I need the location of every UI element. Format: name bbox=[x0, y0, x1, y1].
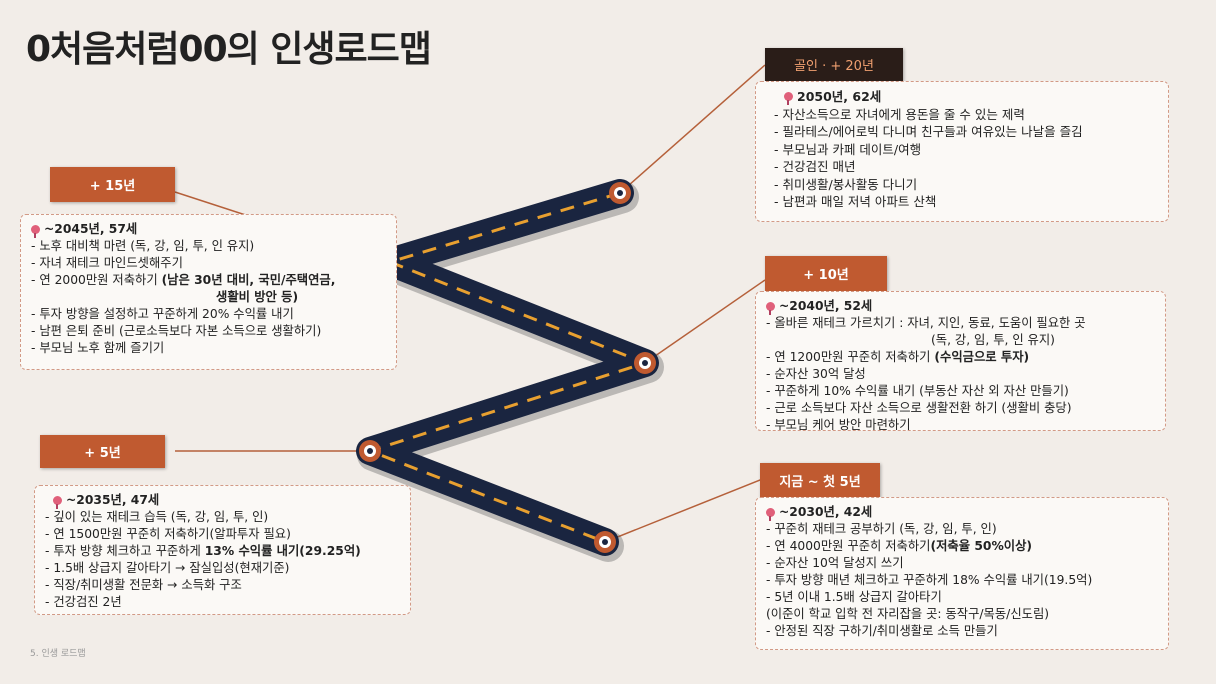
list-item: - 연 2000만원 저축하기 (남은 30년 대비, 국민/주택연금, bbox=[31, 273, 336, 287]
card-2050: 2050년, 62세 - 자산소득으로 자녀에게 용돈을 줄 수 있는 제력 -… bbox=[755, 81, 1169, 222]
tag-10y: + 10년 bbox=[765, 256, 887, 291]
list-item: (이준이 학교 입학 전 자리잡을 곳: 동작구/목동/신도림) bbox=[766, 607, 1050, 621]
list-item: - 올바른 재테크 가르치기 : 자녀, 지인, 동료, 도움이 필요한 곳 bbox=[766, 316, 1086, 330]
list-item: - 투자 방향 매년 체크하고 꾸준하게 18% 수익률 내기(19.5억) bbox=[766, 573, 1093, 587]
list-item: - 연 1200만원 꾸준히 저축하기 (수익금으로 투자) bbox=[766, 350, 1030, 364]
list-item: - 근로 소득보다 자산 소득으로 생활전환 하기 (생활비 충당) bbox=[766, 401, 1072, 415]
list-item: - 자녀 재테크 마인드셋해주기 bbox=[31, 256, 183, 270]
pin-icon bbox=[31, 225, 40, 238]
tag-5y: + 5년 bbox=[40, 435, 165, 468]
list-item: - 꾸준히 재테크 공부하기 (독, 강, 임, 투, 인) bbox=[766, 522, 997, 536]
connector-2030 bbox=[604, 477, 766, 543]
connector-2050 bbox=[619, 64, 766, 194]
list-item: - 필라테스/에어로빅 다니며 친구들과 여유있는 나날을 즐김 bbox=[774, 124, 1083, 139]
list-item: - 건강검진 매년 bbox=[774, 159, 856, 174]
waypoint-markers bbox=[359, 182, 656, 553]
pin-icon bbox=[784, 92, 793, 106]
card-2030-head: ~2030년, 42세 bbox=[779, 505, 873, 519]
card-2045-head: ~2045년, 57세 bbox=[44, 222, 138, 236]
list-item: - 순자산 10억 달성지 쓰기 bbox=[766, 556, 904, 570]
list-item: - 부모님 노후 함께 즐기기 bbox=[31, 341, 165, 355]
list-item-continued: 생활비 방안 등) bbox=[216, 290, 299, 304]
list-item: - 꾸준하게 10% 수익률 내기 (부동산 자산 외 자산 만들기) bbox=[766, 384, 1069, 398]
list-item: - 투자 방향 체크하고 꾸준하게 13% 수익률 내기(29.25억) bbox=[45, 544, 361, 558]
list-item: - 자산소득으로 자녀에게 용돈을 줄 수 있는 제력 bbox=[774, 106, 1025, 122]
list-item: - 1.5배 상급지 갈아타기 → 잠실입성(현재기준) bbox=[45, 561, 290, 575]
list-item-continued: (독, 강, 임, 투, 인 유지) bbox=[931, 333, 1055, 347]
card-2050-head: 2050년, 62세 bbox=[797, 89, 882, 104]
connector-2040 bbox=[644, 279, 766, 364]
list-item: - 연 1500만원 꾸준히 저축하기(알파투자 필요) bbox=[45, 527, 291, 541]
list-item: - 부모님 케어 방안 마련하기 bbox=[766, 418, 911, 431]
tag-goal-20y: 골인 · + 20년 bbox=[765, 48, 903, 81]
card-2035-head: ~2035년, 47세 bbox=[66, 493, 160, 507]
pin-icon bbox=[766, 508, 775, 521]
card-2040: ~2040년, 52세 - 올바른 재테크 가르치기 : 자녀, 지인, 동료,… bbox=[755, 291, 1166, 431]
card-2045: ~2045년, 57세 - 노후 대비책 마련 (독, 강, 임, 투, 인 유… bbox=[20, 214, 397, 370]
list-item: - 부모님과 카페 데이트/여행 bbox=[774, 141, 922, 157]
list-item: - 건강검진 2년 bbox=[45, 595, 122, 609]
tag-15y: + 15년 bbox=[50, 167, 175, 202]
page-title: 0처음처럼00의 인생로드맵 bbox=[26, 29, 432, 70]
list-item: - 깊이 있는 재테크 습득 (독, 강, 임, 투, 인) bbox=[45, 510, 269, 524]
list-item: - 5년 이내 1.5배 상급지 갈아타기 bbox=[766, 590, 942, 604]
list-item: - 순자산 30억 달성 bbox=[766, 367, 866, 381]
pin-icon bbox=[53, 496, 62, 509]
card-2030: ~2030년, 42세 - 꾸준히 재테크 공부하기 (독, 강, 임, 투, … bbox=[755, 497, 1169, 650]
list-item: - 남편과 매일 저녁 아파트 산책 bbox=[774, 194, 937, 209]
list-item: - 직장/취미생활 전문화 → 소득화 구조 bbox=[45, 578, 242, 592]
card-2035: ~2035년, 47세 - 깊이 있는 재테크 습득 (독, 강, 임, 투, … bbox=[34, 485, 411, 615]
list-item: - 투자 방향을 설정하고 꾸준하게 20% 수익률 내기 bbox=[31, 307, 294, 321]
card-2040-head: ~2040년, 52세 bbox=[779, 299, 873, 313]
list-item: - 남편 은퇴 준비 (근로소득보다 자본 소득으로 생활하기) bbox=[31, 324, 322, 338]
list-item: - 노후 대비책 마련 (독, 강, 임, 투, 인 유지) bbox=[31, 239, 255, 253]
pin-icon bbox=[766, 302, 775, 315]
list-item: - 안정된 직장 구하기/취미생활로 소득 만들기 bbox=[766, 624, 998, 638]
footer-page-label: 5. 인생 로드맵 bbox=[30, 649, 86, 659]
tag-now-first-5y: 지금 ~ 첫 5년 bbox=[760, 463, 880, 498]
list-item: - 취미생활/봉사활동 다니기 bbox=[774, 176, 918, 192]
list-item: - 연 4000만원 꾸준히 저축하기(저축율 50%이상) bbox=[766, 539, 1033, 553]
